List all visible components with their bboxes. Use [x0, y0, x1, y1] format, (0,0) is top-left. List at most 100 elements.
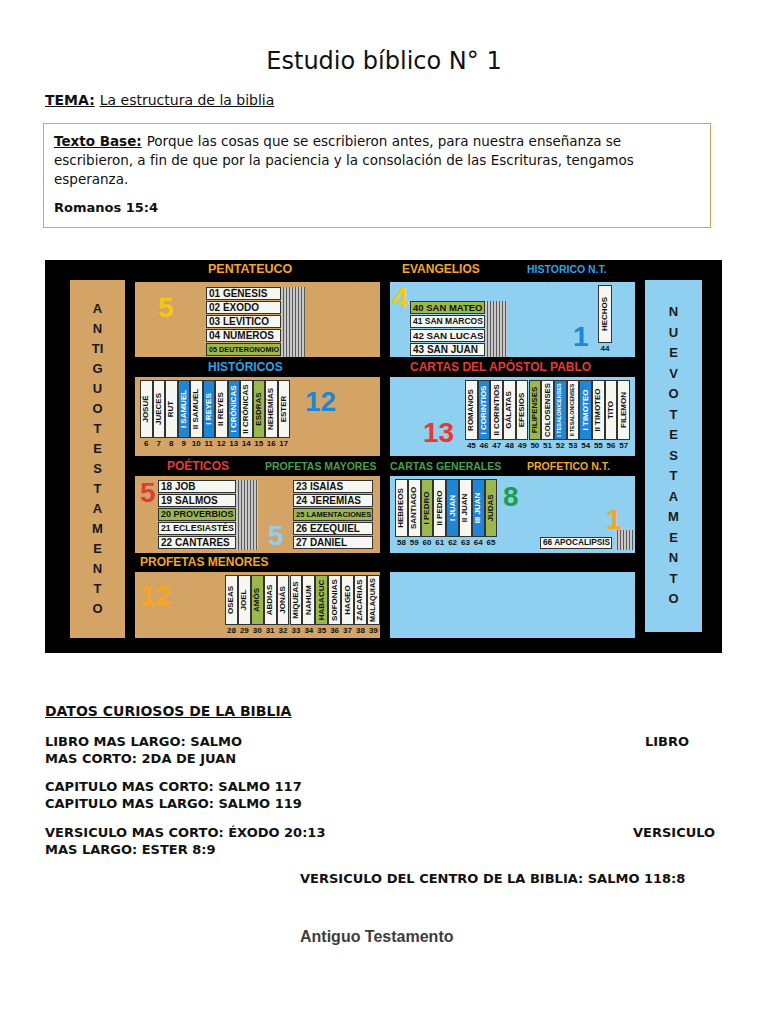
book-number: 12	[217, 440, 226, 448]
fact-line: VERSICULO MAS CORTO: ÉXODO 20:13	[45, 825, 325, 840]
book-title: II CRÓNICAS	[242, 384, 250, 433]
text-heading: Texto Base:	[54, 133, 142, 149]
book-row: 22 CANTARES	[158, 536, 236, 549]
book-title: FILEMON	[620, 392, 628, 428]
book-count: 1	[573, 323, 589, 351]
book-shelf: ROMANOS45I CORINTIOS46II CORINTIOS47GÁLA…	[390, 377, 635, 456]
book-title: AMÓS	[253, 588, 261, 612]
book-row: 05 DEUTERONOMIO	[206, 343, 281, 356]
book-title: HEBREOS	[397, 488, 405, 528]
book-title: ESDRAS	[255, 392, 263, 425]
book-title: COLOSENSES	[543, 383, 551, 437]
book-title: JUDAS	[487, 494, 495, 521]
book-title: 25 LAMENTACIONES	[296, 509, 371, 520]
book-count: 13	[423, 419, 454, 447]
book-title: I JUAN	[448, 495, 456, 521]
book-number: 44	[601, 345, 610, 353]
book-number: 16	[267, 440, 276, 448]
book-spine: TITO56	[605, 380, 618, 440]
book-number: 50	[530, 442, 539, 450]
book-title: HECHOS	[601, 297, 609, 331]
book-number: 46	[480, 442, 489, 450]
book-spine: FILIPENSES50	[529, 380, 542, 440]
book-shelf: HECHOS44HISTORICO N.T.1	[560, 282, 635, 357]
book-number: 47	[492, 442, 501, 450]
book-shelf: OSEAS28JOEL29AMÓS30ABDIAS31JONÁS32MIQUEA…	[135, 572, 380, 638]
book-number: 60	[423, 539, 432, 547]
book-title: 27 DANIEL	[296, 537, 347, 548]
testament-band: NUEVO TESTAMENTO	[645, 280, 702, 632]
book-spine: I CRÓNICAS13	[228, 380, 241, 438]
book-row: 43 SAN JUAN	[410, 343, 485, 356]
book-spine: I TESALONICENSES52	[554, 380, 567, 440]
verse-reference: Romanos 15:4	[54, 198, 698, 217]
shelf-heading: PROFETAS MAYORES	[265, 459, 376, 474]
book-edge-stripes	[485, 301, 507, 357]
book-title: II SAMUEL	[192, 389, 200, 429]
book-title: III JUAN	[474, 493, 482, 524]
book-spine: ESDRAS15	[253, 380, 266, 438]
fact-line: MAS CORTO: 2DA DE JUAN	[45, 751, 236, 766]
book-title: I CORINTIOS	[480, 386, 488, 435]
book-row: 25 LAMENTACIONES	[293, 508, 373, 521]
book-row: 40 SAN MATEO	[410, 301, 485, 314]
book-spine: JUDAS65	[485, 479, 498, 537]
book-spine: HEBREOS58	[395, 479, 408, 537]
book-title: 40 SAN MATEO	[413, 302, 483, 313]
book-row: 42 SAN LUCAS	[410, 329, 485, 342]
book-spine: COLOSENSES51	[541, 380, 554, 440]
book-spine: SOFONIAS36	[328, 575, 341, 625]
book-spine: II TIMOTEO55	[592, 380, 605, 440]
book-number: 31	[266, 627, 275, 635]
book-row: 02 ÉXODO	[206, 301, 281, 314]
book-number: 35	[317, 627, 326, 635]
book-title: 21 ECLESIASTÉS	[161, 523, 234, 534]
book-row: 18 JOB	[158, 480, 236, 493]
book-title: MIQUEAS	[292, 581, 300, 618]
book-title: SOFONIAS	[330, 579, 338, 621]
book-row: 01 GÉNESIS	[206, 287, 281, 300]
book-spine: I JUAN62	[446, 479, 459, 537]
book-number: 9	[182, 440, 186, 448]
book-spine: II JUAN63	[459, 479, 472, 537]
book-spine: ROMANOS45	[465, 380, 478, 440]
book-spine: JOSUÉ6	[140, 380, 153, 438]
book-title: EFESIOS	[518, 393, 526, 428]
topic-label: TEMA:	[45, 92, 95, 108]
fact-line: CAPITULO MAS LARGO: SALMO 119	[45, 796, 302, 811]
book-spine: HABACUC35	[315, 575, 328, 625]
book-spine: MALAQUIAS39	[367, 575, 380, 625]
shelf-heading: CARTAS GENERALES	[390, 459, 501, 474]
section-heading: DATOS CURIOSOS DE LA BIBLIA	[45, 703, 291, 719]
book-spine: JONÁS32	[277, 575, 290, 625]
book-number: 15	[254, 440, 263, 448]
book-title: ESTER	[280, 396, 288, 423]
book-spine: OSEAS28	[225, 575, 238, 625]
book-number: 64	[474, 539, 483, 547]
fact-line: LIBRO	[645, 734, 689, 749]
book-title: I REYES	[205, 393, 213, 425]
book-count: 5	[158, 294, 174, 322]
book-spine: I CORINTIOS46	[478, 380, 491, 440]
book-number: 14	[242, 440, 251, 448]
book-title: 04 NÚMEROS	[209, 330, 274, 341]
book-number: 32	[279, 627, 288, 635]
book-title: OSEAS	[227, 586, 235, 614]
fact-line: VERSICULO	[633, 825, 715, 840]
book-title: II JUAN	[461, 494, 469, 522]
book-title: ROMANOS	[467, 389, 475, 431]
book-number: 36	[330, 627, 339, 635]
fact-line: LIBRO MAS LARGO: SALMO	[45, 734, 242, 749]
book-spine: II CORINTIOS47	[490, 380, 503, 440]
book-spine: NAHUM34	[302, 575, 315, 625]
book-number: 30	[253, 627, 262, 635]
book-title: 43 SAN JUAN	[413, 344, 478, 355]
book-title: JONÁS	[279, 586, 287, 614]
book-title: 20 PROVERBIOS	[161, 509, 234, 520]
book-number: 17	[279, 440, 288, 448]
book-count: 1	[606, 506, 622, 534]
book-shelf: HEBREOS58SANTIAGO59I PEDRO60II PEDRO61I …	[390, 476, 530, 553]
book-title: FILIPENSES	[531, 387, 539, 434]
book-title: HAGEO	[343, 585, 351, 614]
book-number: 13	[229, 440, 238, 448]
